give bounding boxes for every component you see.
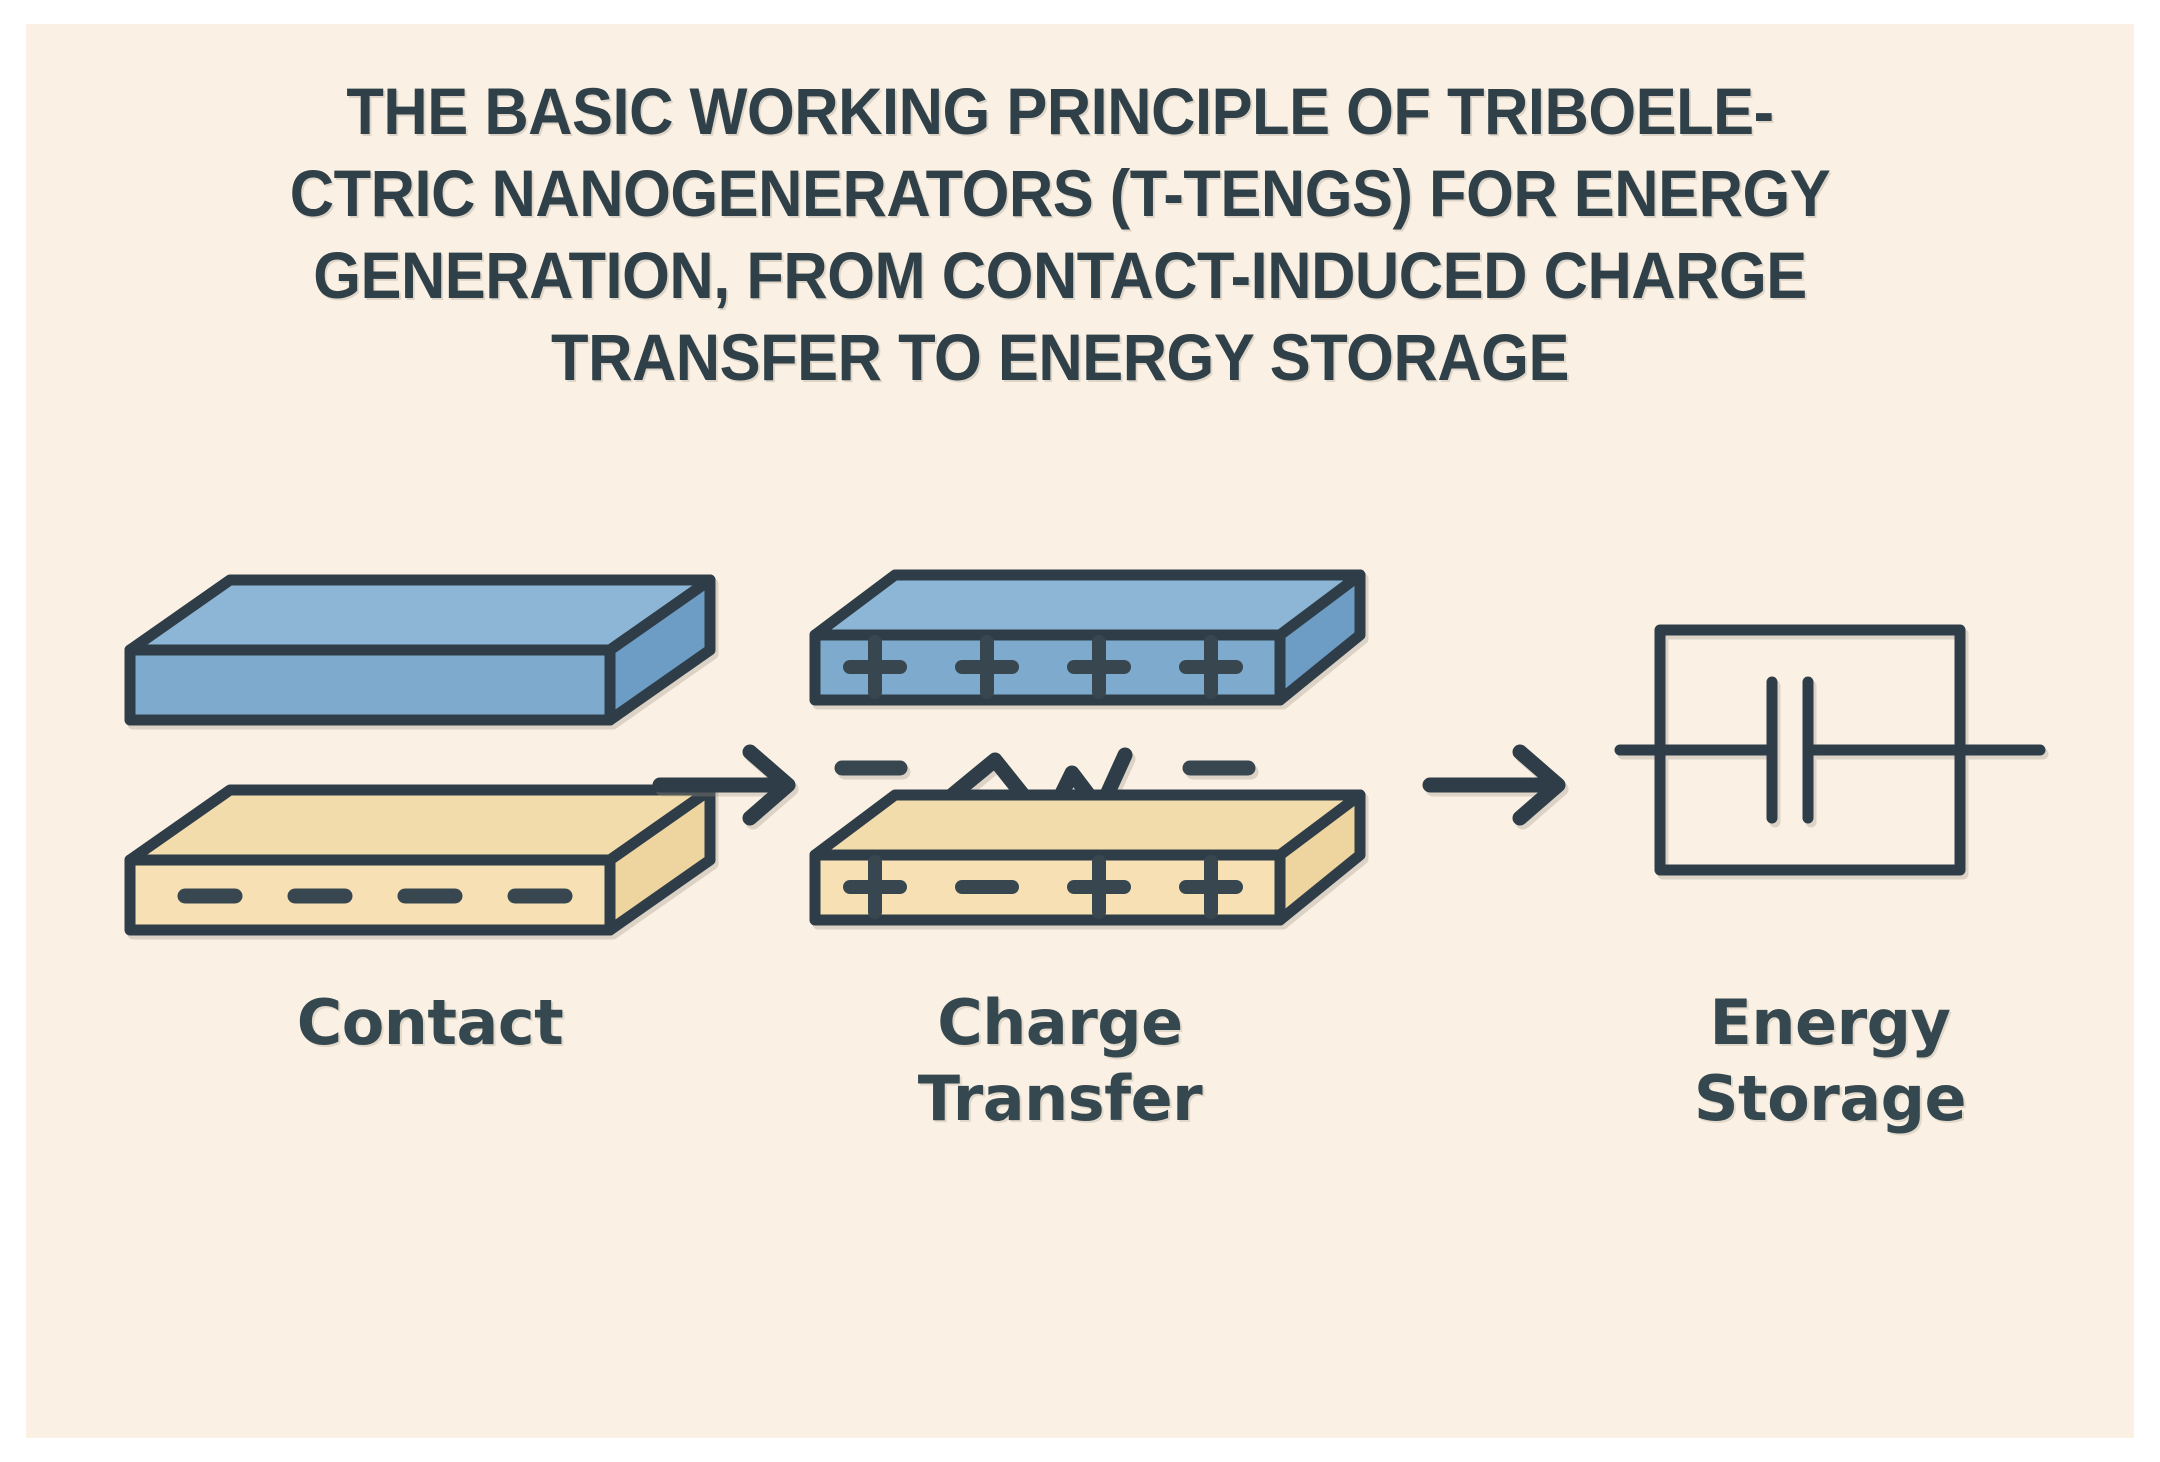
bottom-plate-top-face [809, 789, 1366, 861]
bottom-plate-charge-row [843, 855, 1243, 919]
stage-energy-storage: Energy Storage [1614, 600, 2046, 1135]
caption-energy-storage: Energy Storage [1693, 986, 1967, 1135]
stage-contact: Contact [110, 560, 750, 1059]
contact-bottom-plate [124, 784, 716, 936]
charge-plus-icon [843, 855, 907, 919]
contact-top-plate [124, 574, 716, 726]
top-plate-charge-row [843, 635, 1243, 699]
poster-panel [26, 24, 2134, 1438]
process-diagram: Contact [0, 560, 2160, 1135]
transfer-bottom-plate [809, 789, 1366, 926]
arrow-right-icon [1422, 744, 1566, 826]
charge-transfer-illustration [809, 569, 1366, 926]
arrow-transfer-to-storage [1415, 740, 1590, 830]
caption-charge-transfer: Charge Transfer [917, 986, 1203, 1135]
page-title: THE BASIC WORKING PRINCIPLE OF TRIBOELE-… [289, 74, 1831, 394]
top-plate-top-face [809, 569, 1366, 641]
charge-plus-icon [1179, 855, 1243, 919]
caption-contact: Contact [296, 986, 564, 1059]
charge-plus-icon [1067, 635, 1131, 699]
transfer-top-plate [809, 569, 1366, 706]
energy-storage-circuit [1614, 624, 2046, 876]
charge-plus-icon [843, 635, 907, 699]
stage-charge-transfer: Charge Transfer [800, 560, 1400, 1135]
arrow-right-icon [652, 744, 796, 826]
charge-plus-icon [1067, 855, 1131, 919]
charge-plus-icon [1179, 635, 1243, 699]
charge-plus-icon [955, 635, 1019, 699]
arrow-contact-to-transfer [645, 740, 820, 830]
top-plate-front-face [124, 644, 616, 726]
contact-illustration [124, 574, 716, 936]
